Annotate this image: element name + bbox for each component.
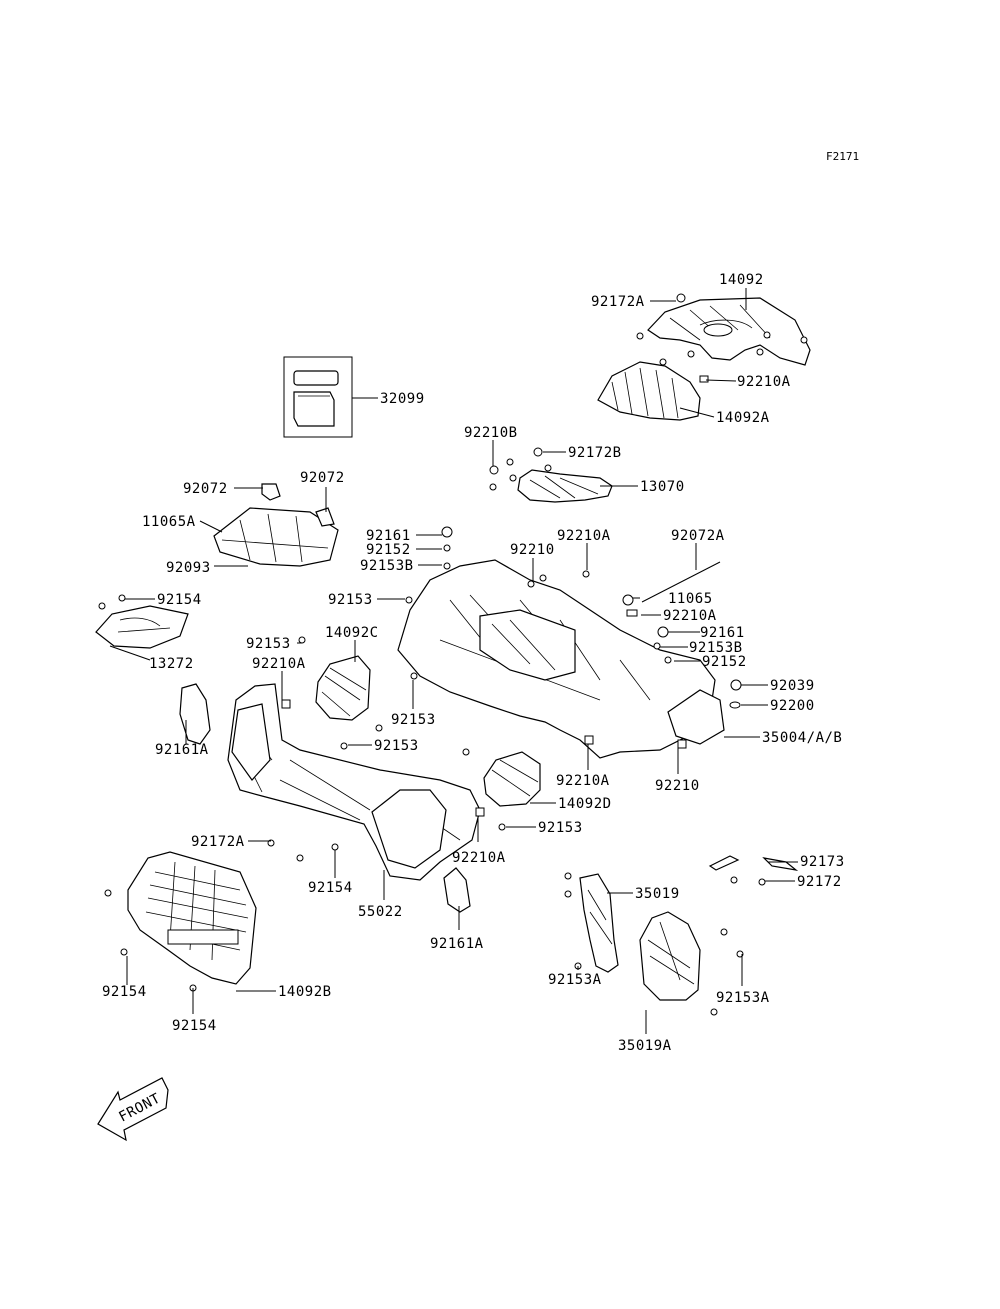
- label-13272: 13272: [149, 656, 194, 672]
- label-14092a: 14092A: [716, 410, 770, 426]
- duct-14092d-part: [483, 751, 541, 807]
- bracket-13070-part: [517, 469, 613, 503]
- pad-92161a-bottom: [443, 867, 471, 913]
- label-92200: 92200: [770, 698, 815, 714]
- label-92172b: 92172B: [568, 445, 622, 461]
- label-92153: 92153: [328, 592, 373, 608]
- label-92093: 92093: [166, 560, 211, 576]
- part-box-32099: [283, 356, 353, 438]
- label-14092c: 14092C: [325, 625, 379, 641]
- label-92152: 92152: [366, 542, 411, 558]
- label-92173: 92173: [800, 854, 845, 870]
- label-92161: 92161: [700, 625, 745, 641]
- figure-code: F2171: [826, 150, 859, 163]
- label-11065: 11065: [668, 591, 713, 607]
- label-92161a: 92161A: [155, 742, 209, 758]
- label-92172a: 92172A: [591, 294, 645, 310]
- label-92210: 92210: [510, 542, 555, 558]
- label-92210b: 92210B: [464, 425, 518, 441]
- label-92210a: 92210A: [663, 608, 717, 624]
- tray-13272-part: [95, 605, 189, 649]
- leader-lines: [109, 288, 798, 1034]
- label-92210a: 92210A: [737, 374, 791, 390]
- part-labels: 14092 92172A 92210A 14092A 32099 92210B …: [102, 272, 845, 1054]
- trim-92173-part-b: [762, 857, 799, 871]
- label-92210a: 92210A: [252, 656, 306, 672]
- label-13070: 13070: [640, 479, 685, 495]
- label-14092: 14092: [719, 272, 764, 288]
- mudguard-35019-part: [579, 873, 619, 973]
- front-guard-55022-part: [227, 683, 481, 881]
- label-92172a: 92172A: [191, 834, 245, 850]
- label-92072a: 92072A: [671, 528, 725, 544]
- label-92154: 92154: [172, 1018, 217, 1034]
- label-92153a: 92153A: [716, 990, 770, 1006]
- label-14092b: 14092B: [278, 984, 332, 1000]
- label-92152: 92152: [702, 654, 747, 670]
- rear-fender-cover-part: [647, 297, 811, 366]
- label-92039: 92039: [770, 678, 815, 694]
- mudguard-35019a-part: [639, 911, 701, 1001]
- front-grille-14092b-part: [127, 851, 257, 985]
- lid-11065a-part: [213, 507, 339, 567]
- label-92161a: 92161A: [430, 936, 484, 952]
- clip-92072-a: [261, 483, 281, 501]
- rod-92072a-part: [641, 561, 721, 603]
- pad-92161a-left: [179, 683, 211, 745]
- label-92154: 92154: [157, 592, 202, 608]
- label-92210a: 92210A: [556, 773, 610, 789]
- label-92153b: 92153B: [689, 640, 743, 656]
- trim-92173-part: [708, 855, 740, 871]
- label-92154: 92154: [102, 984, 147, 1000]
- label-92072: 92072: [183, 481, 228, 497]
- label-14092d: 14092D: [558, 796, 612, 812]
- label-92153: 92153: [374, 738, 419, 754]
- label-92210a: 92210A: [557, 528, 611, 544]
- label-92172: 92172: [797, 874, 842, 890]
- label-55022: 55022: [358, 904, 403, 920]
- label-92153b: 92153B: [360, 558, 414, 574]
- clip-92072-b: [315, 507, 335, 527]
- label-92210: 92210: [655, 778, 700, 794]
- duct-14092c-part: [315, 655, 371, 721]
- label-35019a: 35019A: [618, 1038, 672, 1054]
- label-92153: 92153: [391, 712, 436, 728]
- rear-lower-cover-part: [597, 361, 701, 421]
- label-35004-a-b: 35004/A/B: [762, 730, 842, 746]
- label-11065a: 11065A: [142, 514, 196, 530]
- label-92153: 92153: [246, 636, 291, 652]
- label-32099: 32099: [380, 391, 425, 407]
- label-92153a: 92153A: [548, 972, 602, 988]
- label-92154: 92154: [308, 880, 353, 896]
- label-92161: 92161: [366, 528, 411, 544]
- label-35019: 35019: [635, 886, 680, 902]
- hardware-fasteners: [98, 293, 808, 1016]
- label-92072: 92072: [300, 470, 345, 486]
- front-fender-part: [397, 559, 725, 759]
- front-direction-arrow: FRONT: [97, 1077, 169, 1142]
- label-92153: 92153: [538, 820, 583, 836]
- label-92210a: 92210A: [452, 850, 506, 866]
